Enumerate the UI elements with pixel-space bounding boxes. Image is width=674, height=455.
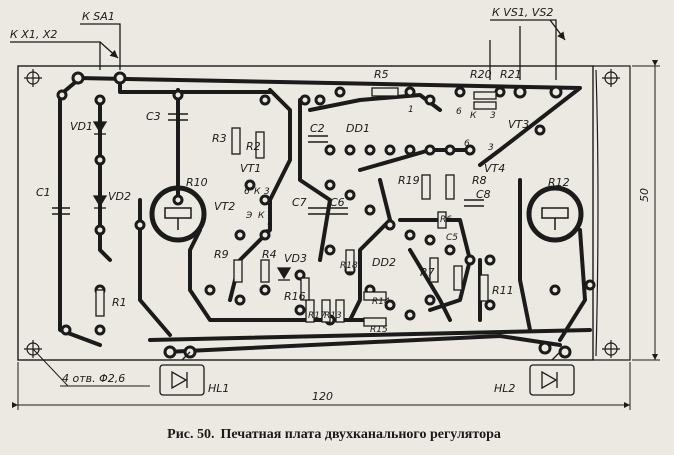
label-r12: R12 (548, 176, 570, 189)
label-vt3: VT3 (508, 118, 529, 131)
label-r5: R5 (374, 68, 389, 81)
label-r14: R14 (372, 297, 390, 307)
label-vd1: VD1 (70, 120, 93, 133)
connector-x1x2-label: К X1, X2 (10, 28, 57, 41)
caption-number: Рис. 50. (167, 427, 215, 442)
pin-label: 6 (464, 139, 470, 149)
label-r2: R2 (246, 140, 261, 153)
label-r10: R10 (186, 176, 208, 189)
pin-label: 6 (244, 187, 250, 197)
board-right-strip (593, 65, 631, 361)
holes-label: 4 отв. Φ2,6 (62, 372, 125, 385)
connector-sa1-label: К SA1 (82, 10, 115, 23)
label-r8: R8 (472, 174, 487, 187)
label-r9: R9 (214, 248, 229, 261)
label-r16: R16 (284, 290, 306, 303)
label-vt2: VT2 (214, 200, 235, 213)
label-r20: R20 (470, 68, 492, 81)
caption-title: Печатная плата двухканального регулятора (220, 427, 501, 442)
pin-label: 3 (488, 143, 494, 153)
pin-label: Э (245, 211, 253, 221)
label-dd1: DD1 (346, 122, 370, 135)
label-vd2: VD2 (108, 190, 131, 203)
label-r21: R21 (500, 68, 522, 81)
connector-leads (10, 19, 566, 80)
dimension-width-label: 120 (312, 390, 333, 403)
label-r18: R18 (340, 261, 358, 271)
label-r11: R11 (492, 284, 514, 297)
holes-leader (32, 348, 69, 387)
pin-label: 3 (490, 111, 496, 121)
label-c8: C8 (476, 188, 491, 201)
pin-label: К (470, 111, 477, 121)
label-r4: R4 (262, 248, 277, 261)
label-c1: C1 (36, 186, 51, 199)
label-c6: C6 (330, 196, 345, 209)
label-hl2: HL2 (494, 382, 515, 395)
label-r15: R15 (370, 325, 388, 335)
label-c5: C5 (446, 233, 458, 243)
board-outline (17, 65, 594, 361)
pin-label: 1 (408, 105, 414, 115)
variable-resistors (149, 185, 584, 243)
label-vt1: VT1 (240, 162, 261, 175)
pin-label: 3 (266, 223, 272, 233)
mounting-holes (24, 69, 620, 358)
label-vd3: VD3 (284, 252, 307, 265)
label-r6: R6 (440, 215, 452, 225)
label-r3: R3 (212, 132, 227, 145)
diodes (92, 121, 292, 281)
label-vt4: VT4 (484, 162, 505, 175)
label-c2: C2 (310, 122, 325, 135)
dimension-height (632, 60, 660, 361)
label-c3: C3 (146, 110, 161, 123)
pin-label: К (254, 187, 261, 197)
resistors (95, 87, 497, 327)
label-r1: R1 (112, 296, 127, 309)
label-c7: C7 (292, 196, 307, 209)
dimension-width (12, 362, 631, 410)
figure-caption: Рис. 50. Печатная плата двухканального ре… (0, 427, 674, 443)
label-r17: R17 (308, 311, 326, 321)
capacitors (52, 113, 484, 215)
label-r7: R7 (420, 266, 435, 279)
pads (56, 71, 596, 359)
pin-label: 3 (264, 187, 270, 197)
pin-label: 6 (456, 107, 462, 117)
label-hl1: HL1 (208, 382, 229, 395)
leds (159, 351, 575, 396)
pin-label: К (258, 211, 265, 221)
label-dd2: DD2 (372, 256, 396, 269)
label-r13: R13 (324, 311, 342, 321)
connector-vs-label: К VS1, VS2 (492, 6, 553, 19)
dimension-height-label: 50 (638, 188, 651, 202)
label-r19: R19 (398, 174, 420, 187)
